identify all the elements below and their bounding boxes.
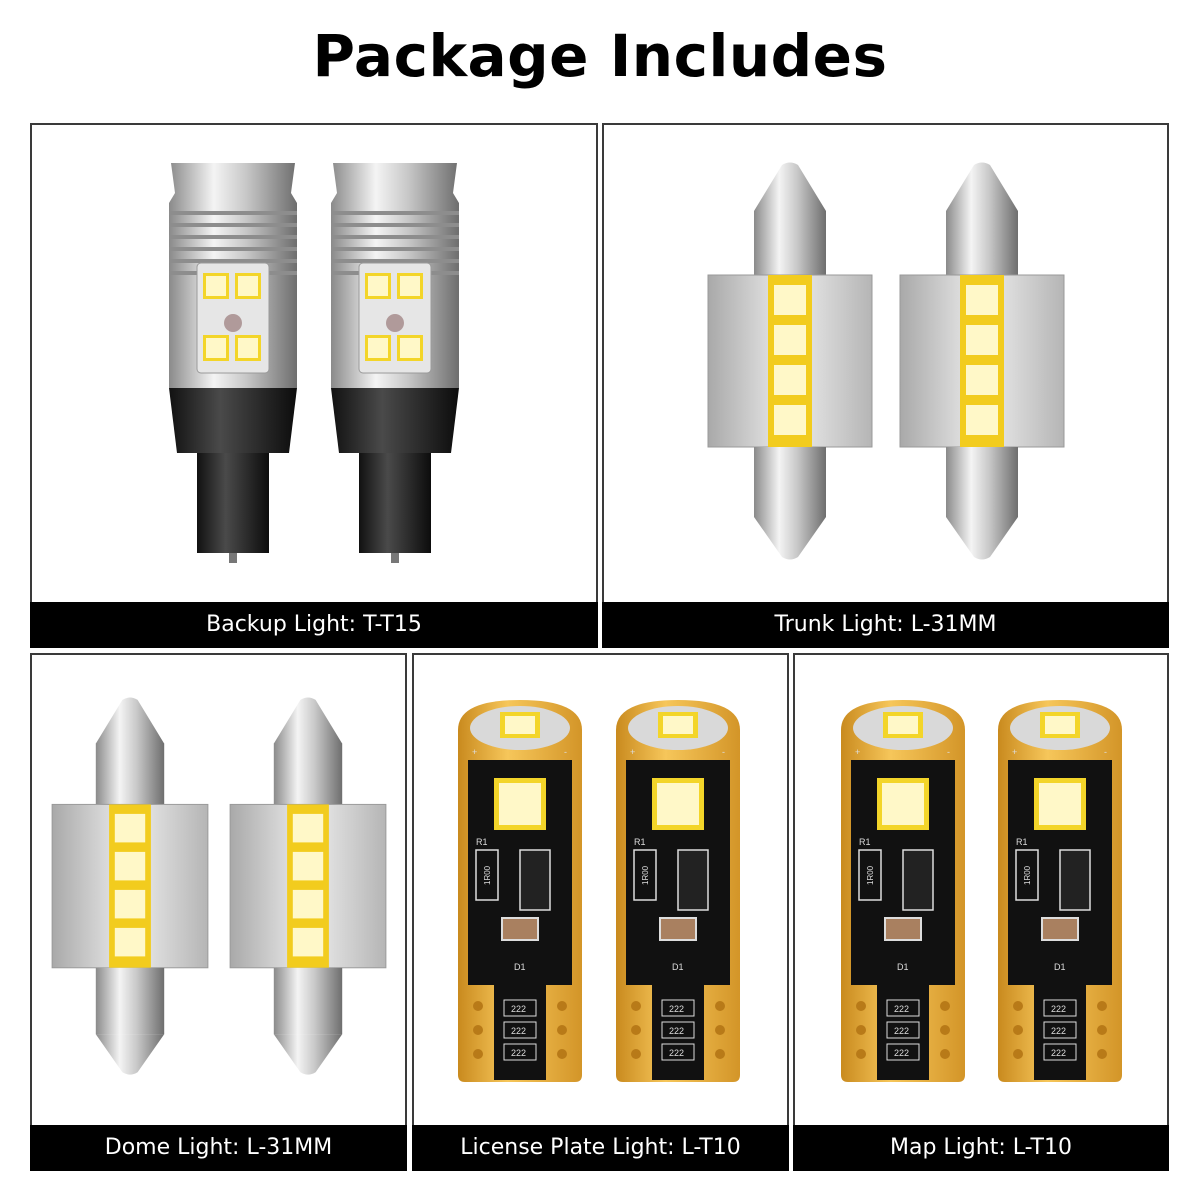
panel-label: Dome Light: L-31MM bbox=[30, 1125, 407, 1171]
panel-license-plate-light: License Plate Light: L-T10 bbox=[412, 653, 789, 1171]
panel-trunk-light: Trunk Light: L-31MM bbox=[602, 123, 1169, 648]
page-title: Package Includes bbox=[312, 22, 888, 90]
panel-label: License Plate Light: L-T10 bbox=[412, 1125, 789, 1171]
panel-map-light: Map Light: L-T10 bbox=[793, 653, 1169, 1171]
panel-dome-light: Dome Light: L-31MM bbox=[30, 653, 407, 1171]
panel-backup-light: Backup Light: T-T15 bbox=[30, 123, 598, 648]
panel-label: Trunk Light: L-31MM bbox=[602, 602, 1169, 648]
panel-label: Map Light: L-T10 bbox=[793, 1125, 1169, 1171]
panel-label: Backup Light: T-T15 bbox=[30, 602, 598, 648]
